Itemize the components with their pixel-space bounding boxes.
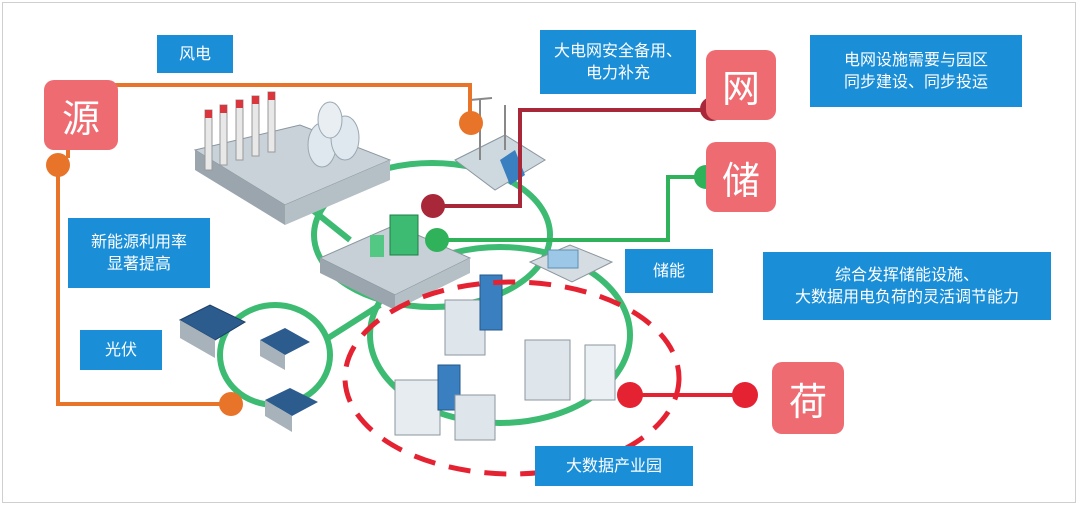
park-ring xyxy=(367,244,633,426)
source-node xyxy=(46,153,70,177)
storage-line xyxy=(437,175,706,242)
load-node-park xyxy=(617,382,643,408)
label-park: 大数据产业园 xyxy=(535,446,693,486)
badge-source: 源 xyxy=(44,80,118,150)
load-node-badge xyxy=(732,382,758,408)
label-storage: 储能 xyxy=(625,249,713,293)
grid-line xyxy=(433,108,712,208)
storage-illustration xyxy=(528,244,614,283)
central-ring xyxy=(311,160,553,310)
power-plant-illustration xyxy=(193,91,392,225)
badge-load: 荷 xyxy=(772,362,844,434)
badge-storage: 储 xyxy=(706,142,776,212)
label-flex-note: 综合发挥储能设施、 大数据用电负荷的灵活调节能力 xyxy=(763,252,1051,320)
label-wind: 风电 xyxy=(157,35,233,73)
grid-node-substation xyxy=(421,194,445,218)
link-solar xyxy=(323,302,382,343)
label-sync-note: 电网设施需要与园区 同步建设、同步投运 xyxy=(810,35,1022,107)
solar-node xyxy=(219,392,243,416)
substation-illustration xyxy=(318,214,472,310)
badge-grid: 网 xyxy=(706,50,776,120)
storage-node-substation xyxy=(425,228,449,252)
solar-houses-illustration xyxy=(178,304,318,432)
label-renewable-note: 新能源利用率 显著提高 xyxy=(68,218,210,288)
data-park-dashed-ellipse xyxy=(342,279,682,477)
data-center-illustration xyxy=(394,274,616,441)
wind-node xyxy=(459,111,483,135)
label-solar: 光伏 xyxy=(80,330,162,370)
label-grid-note: 大电网安全备用、 电力补充 xyxy=(540,30,696,94)
